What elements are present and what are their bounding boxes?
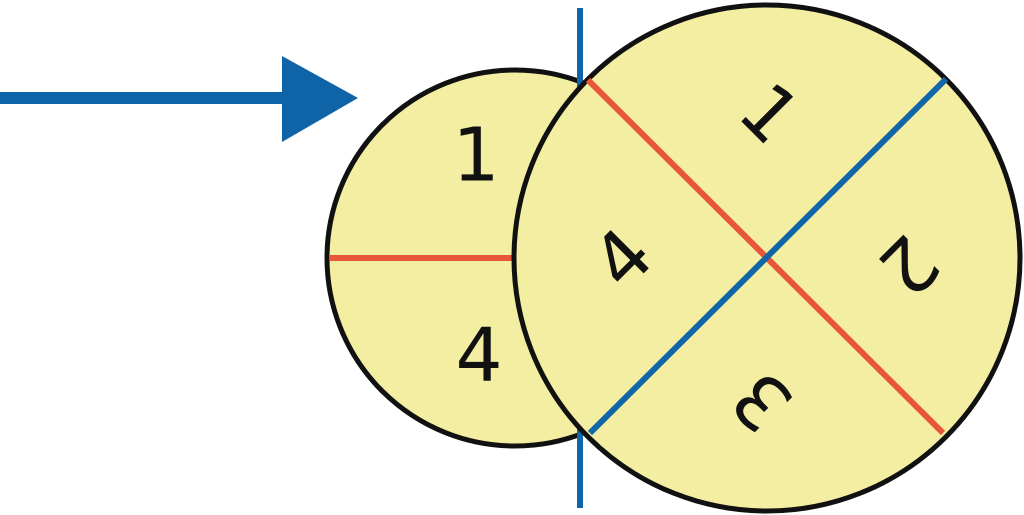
disc-b: 1 2 3 4 <box>511 2 1023 514</box>
arrow-shaft <box>0 92 290 104</box>
direction-arrow <box>0 56 358 142</box>
disc-b-blue-divider <box>587 76 949 436</box>
disc-a-label-1: 1 <box>452 113 499 199</box>
arrow-head <box>282 56 358 142</box>
disc-a-label-4: 4 <box>455 313 502 399</box>
